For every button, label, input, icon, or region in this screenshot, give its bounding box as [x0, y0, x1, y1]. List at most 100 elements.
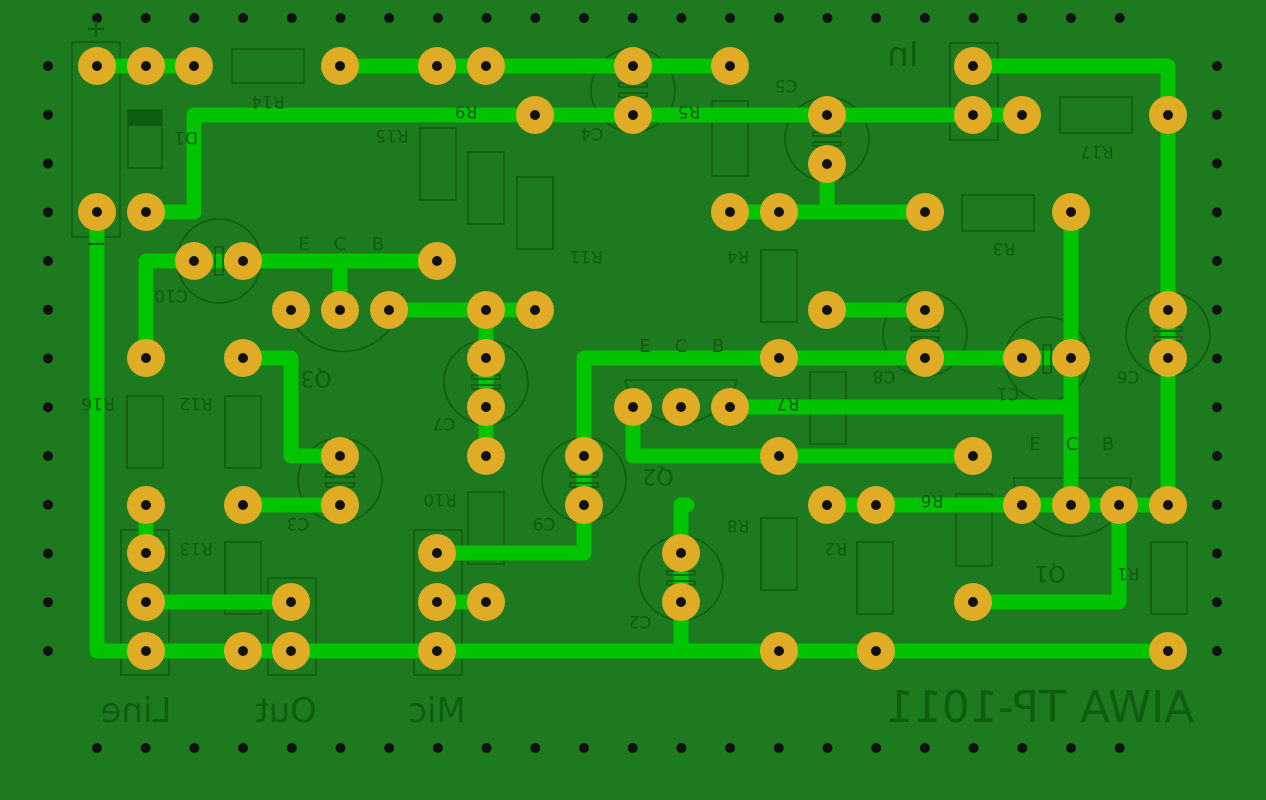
pad-drill-hole [1163, 110, 1173, 120]
mounting-hole [725, 743, 736, 753]
label-r14: R14 [251, 91, 284, 111]
pad-drill-hole [1163, 646, 1173, 656]
mounting-hole [773, 743, 784, 753]
mounting-hole [43, 548, 53, 559]
pad-drill-hole [335, 305, 345, 315]
pad-drill-hole [822, 110, 832, 120]
mounting-hole [1212, 353, 1222, 364]
mounting-hole [676, 743, 687, 753]
pad-drill-hole [676, 597, 686, 607]
pad-drill-hole [481, 305, 491, 315]
label-c9: C9 [533, 513, 556, 533]
pad-drill-hole [238, 646, 248, 656]
label-r13: R13 [179, 538, 212, 558]
mounting-hole [92, 13, 102, 23]
label-q1: Q1 [1034, 560, 1065, 585]
mounting-hole [43, 451, 53, 461]
mounting-holes [43, 13, 1222, 753]
pad-drill-hole [141, 353, 151, 363]
pad-drill-hole [628, 402, 638, 412]
pin-b-q3: B [372, 234, 384, 255]
mounting-hole [43, 109, 53, 120]
pin-c-q1: C [1066, 434, 1079, 455]
mounting-hole [822, 743, 833, 753]
mounting-hole [238, 743, 249, 753]
label-q3: Q3 [300, 365, 331, 390]
pad-drill-hole [141, 500, 151, 510]
capacitor-polarity-mark [214, 246, 224, 276]
pad-drill-hole [1163, 353, 1173, 363]
pad-drill-hole [286, 597, 296, 607]
label-c6: C6 [1117, 366, 1140, 386]
mounting-hole [140, 743, 151, 753]
pad-drill-hole [432, 548, 442, 558]
mounting-hole [1212, 548, 1222, 559]
pad-drill-hole [432, 256, 442, 266]
pad-drill-hole [1017, 110, 1027, 120]
label-r7: R7 [777, 393, 800, 413]
mounting-hole [968, 13, 979, 23]
mounting-hole [871, 13, 882, 23]
mounting-hole [919, 743, 930, 753]
label-d1: D1 [174, 127, 198, 147]
mounting-hole [1212, 256, 1222, 266]
pin-c-q2: C [675, 336, 688, 357]
mounting-hole [43, 499, 53, 510]
pad-drill-hole [1066, 500, 1076, 510]
pad-drill-hole [1163, 305, 1173, 315]
label-r16: R16 [81, 393, 114, 413]
pad-drill-hole [286, 305, 296, 315]
pad-drill-hole [481, 597, 491, 607]
mounting-hole [1212, 158, 1222, 169]
label-r17: R17 [1080, 141, 1113, 161]
mounting-hole [1212, 304, 1222, 315]
label-r15: R15 [375, 125, 408, 145]
mounting-hole [919, 13, 930, 23]
pad-drill-hole [774, 207, 784, 217]
mounting-hole [92, 743, 102, 753]
mounting-hole [432, 743, 443, 753]
pad-drill-hole [920, 207, 930, 217]
label-out: Out [255, 691, 317, 731]
mounting-hole [384, 743, 395, 753]
mounting-hole [1114, 13, 1125, 23]
label-line: Line [101, 691, 172, 731]
pad-drill-hole [432, 61, 442, 71]
mounting-hole [968, 743, 979, 753]
mounting-hole [238, 13, 249, 23]
pad-drill-hole [676, 402, 686, 412]
mounting-hole [1017, 743, 1028, 753]
pad-drill-hole [822, 500, 832, 510]
board-title: AIWA TP-1011 [886, 682, 1195, 733]
mounting-hole [579, 13, 589, 23]
mounting-hole [43, 158, 53, 169]
mounting-hole [43, 597, 53, 608]
solder-pads [78, 47, 1187, 670]
pad-drill-hole [530, 305, 540, 315]
pad-drill-hole [238, 353, 248, 363]
pad-drill-hole [141, 548, 151, 558]
pad-drill-hole [579, 451, 589, 461]
pad-drill-hole [1066, 353, 1076, 363]
pad-drill-hole [286, 646, 296, 656]
mounting-hole [1212, 61, 1222, 71]
pad-drill-hole [871, 646, 881, 656]
pad-drill-hole [432, 597, 442, 607]
pad-drill-hole [1017, 500, 1027, 510]
pad-drill-hole [92, 61, 102, 71]
mounting-hole [384, 13, 395, 23]
pad-drill-hole [189, 256, 199, 266]
mounting-hole [43, 646, 53, 656]
mounting-hole [189, 13, 200, 23]
mounting-hole [822, 13, 833, 23]
mounting-hole [1066, 13, 1076, 23]
label-r10: R10 [423, 489, 456, 509]
pad-drill-hole [238, 256, 248, 266]
pad-drill-hole [481, 451, 491, 461]
pad-drill-hole [481, 61, 491, 71]
mounting-hole [43, 207, 53, 218]
pad-drill-hole [822, 305, 832, 315]
mounting-hole [481, 13, 492, 23]
label-in: In [887, 35, 919, 75]
pad-drill-hole [920, 305, 930, 315]
